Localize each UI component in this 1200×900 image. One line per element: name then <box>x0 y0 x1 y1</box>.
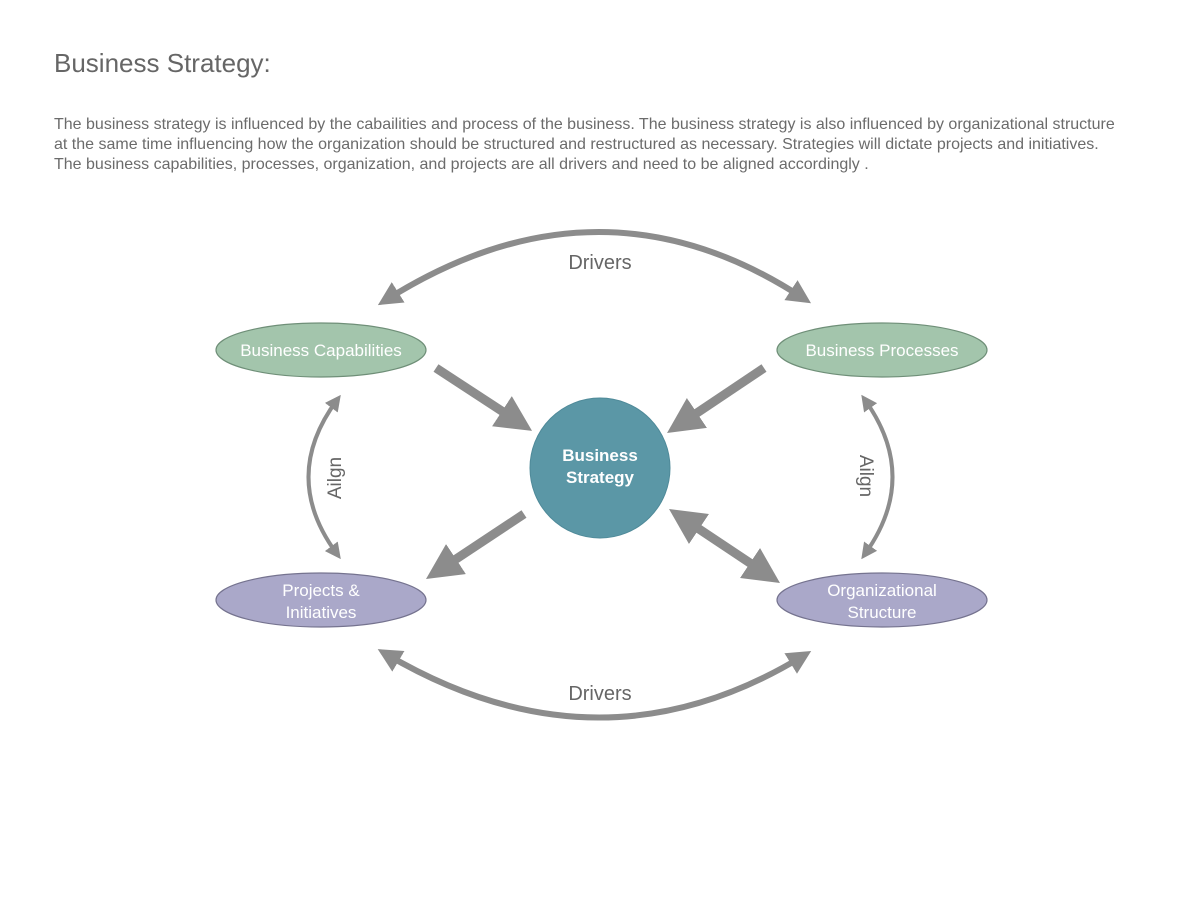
business-capabilities-ellipse <box>215 322 427 378</box>
right-align-label: Ailgn <box>855 455 876 497</box>
page-description: The business strategy is influenced by t… <box>54 116 1115 173</box>
right-align-arrow <box>861 394 895 560</box>
bottom-drivers-label: Drivers <box>568 683 631 705</box>
capabilities-to-strategy-arrow <box>433 364 533 431</box>
page-title: Business Strategy: <box>54 48 271 78</box>
business-strategy-node: Business Strategy <box>529 397 671 539</box>
strategy-organization-arrow <box>669 509 780 583</box>
processes-to-strategy-arrow <box>667 364 767 434</box>
left-align-arrow <box>306 394 341 560</box>
top-drivers-arrow <box>377 229 812 306</box>
organizational-structure-label-line2: Structure <box>848 603 917 622</box>
business-strategy-label-line1: Business <box>562 446 638 465</box>
left-align-label: Ailgn <box>325 457 346 499</box>
business-strategy-label-line2: Strategy <box>566 468 635 487</box>
projects-initiatives-ellipse <box>215 572 427 628</box>
organizational-structure-label-line1: Organizational <box>827 581 937 600</box>
top-drivers-label: Drivers <box>568 252 631 274</box>
business-capabilities-label: Business Capabilities <box>240 341 402 360</box>
business-processes-ellipse <box>776 322 988 378</box>
organizational-structure-ellipse <box>776 572 988 628</box>
bottom-drivers-arrow <box>377 649 812 721</box>
business-strategy-circle <box>529 397 671 539</box>
business-processes-label: Business Processes <box>805 341 958 360</box>
projects-initiatives-label-line1: Projects & <box>282 581 360 600</box>
business-processes-node: Business Processes <box>776 322 988 378</box>
organizational-structure-node: Organizational Structure <box>776 572 988 628</box>
strategy-to-projects-arrow <box>425 510 527 579</box>
projects-initiatives-node: Projects & Initiatives <box>215 572 427 628</box>
projects-initiatives-label-line2: Initiatives <box>286 603 357 622</box>
business-capabilities-node: Business Capabilities <box>215 322 427 378</box>
